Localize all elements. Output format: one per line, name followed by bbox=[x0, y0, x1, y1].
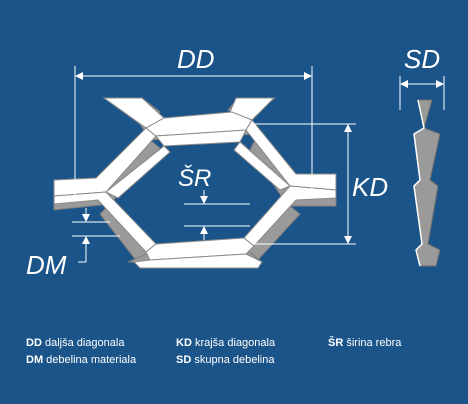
side-profile bbox=[413, 99, 441, 267]
label-kd: KD bbox=[352, 172, 388, 202]
legend: DD daljša diagonala KD krajša diagonala … bbox=[26, 335, 456, 369]
mesh-strands bbox=[53, 97, 337, 269]
legend-row-2: DM debelina materiala SD skupna debelina bbox=[26, 352, 456, 369]
dimension-lines bbox=[72, 66, 445, 263]
label-dm: DM bbox=[26, 250, 67, 280]
legend-item-sd: SD skupna debelina bbox=[176, 354, 275, 366]
legend-item-kd: KD krajša diagonala bbox=[176, 337, 276, 349]
legend-row-1: DD daljša diagonala KD krajša diagonala … bbox=[26, 335, 456, 352]
label-dd: DD bbox=[177, 44, 215, 74]
legend-item-dd: DD daljša diagonala bbox=[26, 337, 125, 349]
dimension-labels: DD SD ŠR KD DM bbox=[26, 44, 440, 280]
legend-item-dm: DM debelina materiala bbox=[26, 354, 137, 366]
legend-item-sr: ŠR širina rebra bbox=[328, 337, 402, 349]
label-sd: SD bbox=[404, 44, 440, 74]
label-sr: ŠR bbox=[178, 164, 211, 192]
